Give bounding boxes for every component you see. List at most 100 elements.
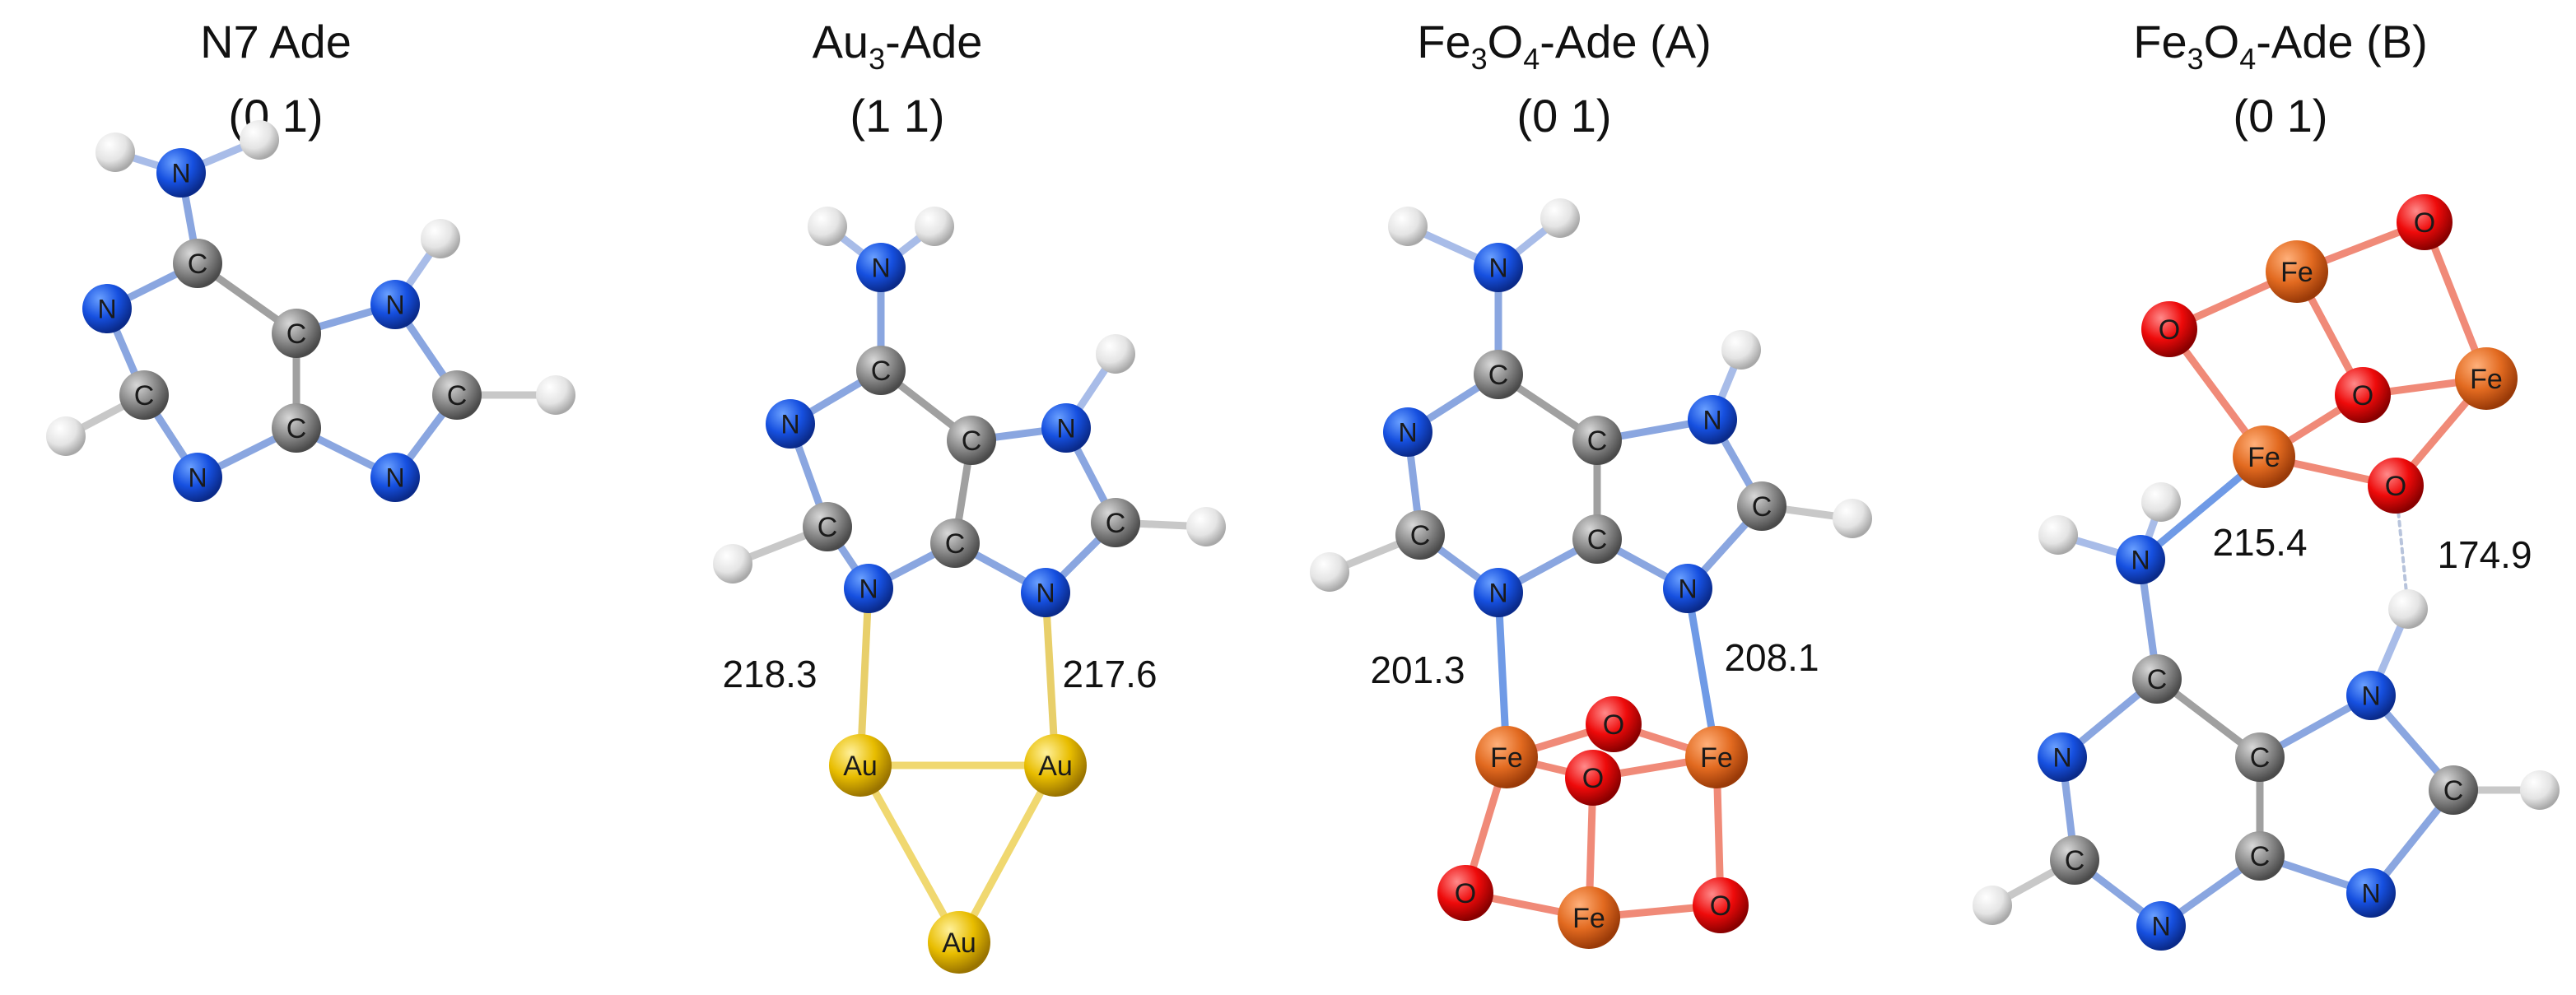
atom-label: C bbox=[447, 380, 468, 411]
atom-label: C bbox=[1587, 425, 1608, 457]
atom-n: N bbox=[1663, 564, 1712, 613]
atom-sphere bbox=[1437, 865, 1493, 921]
atom-label: O bbox=[1710, 890, 1731, 922]
atom-label: C bbox=[1752, 491, 1772, 523]
atom-o: O bbox=[1693, 877, 1749, 933]
atom-sphere bbox=[240, 120, 279, 160]
atom-sphere bbox=[1663, 564, 1712, 613]
atom-c: C bbox=[2429, 765, 2478, 815]
atom-sphere bbox=[829, 734, 892, 797]
atom-n: N bbox=[173, 453, 222, 502]
atom-h bbox=[1310, 552, 1349, 592]
atom-label: O bbox=[1455, 878, 1476, 909]
atom-sphere bbox=[2038, 732, 2087, 782]
atom-sphere bbox=[2235, 732, 2285, 782]
atom-sphere bbox=[2429, 765, 2478, 815]
atom-fe: Fe bbox=[2455, 347, 2518, 410]
atom-o: O bbox=[2141, 301, 2197, 357]
atom-sphere bbox=[421, 219, 460, 258]
atom-c: C bbox=[2132, 654, 2182, 704]
atom-au: Au bbox=[928, 911, 990, 974]
atom-sphere bbox=[1721, 330, 1761, 370]
panel-1-title-text: N7 Ade bbox=[200, 16, 352, 67]
svg-text:Fe3O4-Ade (B): Fe3O4-Ade (B) bbox=[2133, 16, 2427, 76]
atom-sphere bbox=[803, 502, 852, 551]
atom-sphere bbox=[95, 133, 135, 172]
atom-label: C bbox=[188, 249, 208, 280]
atom-fe: Fe bbox=[1475, 726, 1538, 788]
atom-c: C bbox=[930, 518, 980, 568]
atom-o: O bbox=[2397, 194, 2453, 250]
atom-label: Fe bbox=[1490, 742, 1523, 774]
atom-c: C bbox=[803, 502, 852, 551]
atom-n: N bbox=[370, 280, 420, 329]
atom-label: C bbox=[2250, 841, 2271, 872]
atom-label: Fe bbox=[2280, 257, 2313, 288]
distance-label: 215.4 bbox=[2212, 521, 2307, 564]
atom-c: C bbox=[272, 403, 321, 453]
atom-sphere bbox=[1572, 514, 1622, 564]
atom-c: C bbox=[947, 416, 996, 465]
atom-label: N bbox=[1488, 579, 1507, 608]
atom-h bbox=[1186, 507, 1226, 546]
atom-label: C bbox=[962, 425, 982, 457]
atom-label: C bbox=[1410, 520, 1431, 551]
atom-c: C bbox=[1737, 481, 1786, 531]
atom-label: N bbox=[1703, 406, 1721, 435]
atom-label: C bbox=[1488, 360, 1509, 391]
atom-sphere bbox=[156, 148, 206, 198]
panel-4-title-main: Fe bbox=[2133, 16, 2187, 67]
panel-3-title-rest2: -Ade (A) bbox=[1540, 16, 1712, 67]
atom-sphere bbox=[82, 284, 132, 333]
atom-sphere bbox=[1091, 498, 1140, 547]
atom-label: O bbox=[2352, 380, 2373, 411]
atom-n: N bbox=[856, 243, 906, 292]
atom-label: Au bbox=[1038, 751, 1073, 782]
panel-3-title: Fe3O4-Ade (A) (0 1) bbox=[1417, 16, 1711, 142]
panel-1-title: N7 Ade (0 1) bbox=[200, 16, 352, 142]
bond bbox=[955, 761, 1060, 946]
atom-sphere bbox=[1540, 198, 1580, 238]
atom-sphere bbox=[844, 564, 893, 613]
atom-c: C bbox=[173, 239, 222, 288]
atom-sphere bbox=[1685, 726, 1748, 788]
atom-label: N bbox=[1036, 579, 1055, 608]
atom-c: C bbox=[272, 309, 321, 358]
atom-sphere bbox=[928, 911, 990, 974]
atom-sphere bbox=[1586, 696, 1642, 752]
atom-label: N bbox=[2052, 743, 2071, 773]
atom-sphere bbox=[2116, 535, 2165, 584]
atom-label: N bbox=[2361, 879, 2380, 909]
panel-4-title-sub2: 4 bbox=[2239, 42, 2256, 76]
atom-c: C bbox=[1395, 510, 1445, 560]
atom-sphere bbox=[2388, 589, 2428, 629]
atom-label: Au bbox=[843, 751, 878, 782]
atom-h bbox=[1833, 499, 1872, 538]
atom-n: N bbox=[2116, 535, 2165, 584]
atom-label: C bbox=[945, 528, 966, 560]
atom-sphere bbox=[1565, 750, 1621, 806]
atom-h bbox=[713, 544, 752, 584]
atom-o: O bbox=[2368, 458, 2424, 514]
distance-label: 217.6 bbox=[1062, 653, 1157, 695]
atom-sphere bbox=[2368, 458, 2424, 514]
atom-label: C bbox=[2443, 775, 2464, 807]
distance-labels: 218.3 217.6 201.3 208.1 215.4 174.9 bbox=[722, 521, 2532, 695]
atom-o: O bbox=[1437, 865, 1493, 921]
atom-label: N bbox=[2131, 546, 2150, 575]
atom-h bbox=[1540, 198, 1580, 238]
atom-sphere bbox=[1737, 481, 1786, 531]
atom-sphere bbox=[1572, 416, 1622, 465]
atom-label: Fe bbox=[1572, 903, 1605, 934]
atom-n: N bbox=[766, 399, 815, 449]
atom-fe: Fe bbox=[2266, 240, 2328, 303]
atom-sphere bbox=[1833, 499, 1872, 538]
atom-sphere bbox=[766, 399, 815, 449]
atom-sphere bbox=[2520, 770, 2560, 810]
atom-label: N bbox=[171, 159, 190, 188]
panel-2-title: Au3-Ade (1 1) bbox=[813, 16, 983, 142]
atom-label: O bbox=[1582, 763, 1604, 794]
